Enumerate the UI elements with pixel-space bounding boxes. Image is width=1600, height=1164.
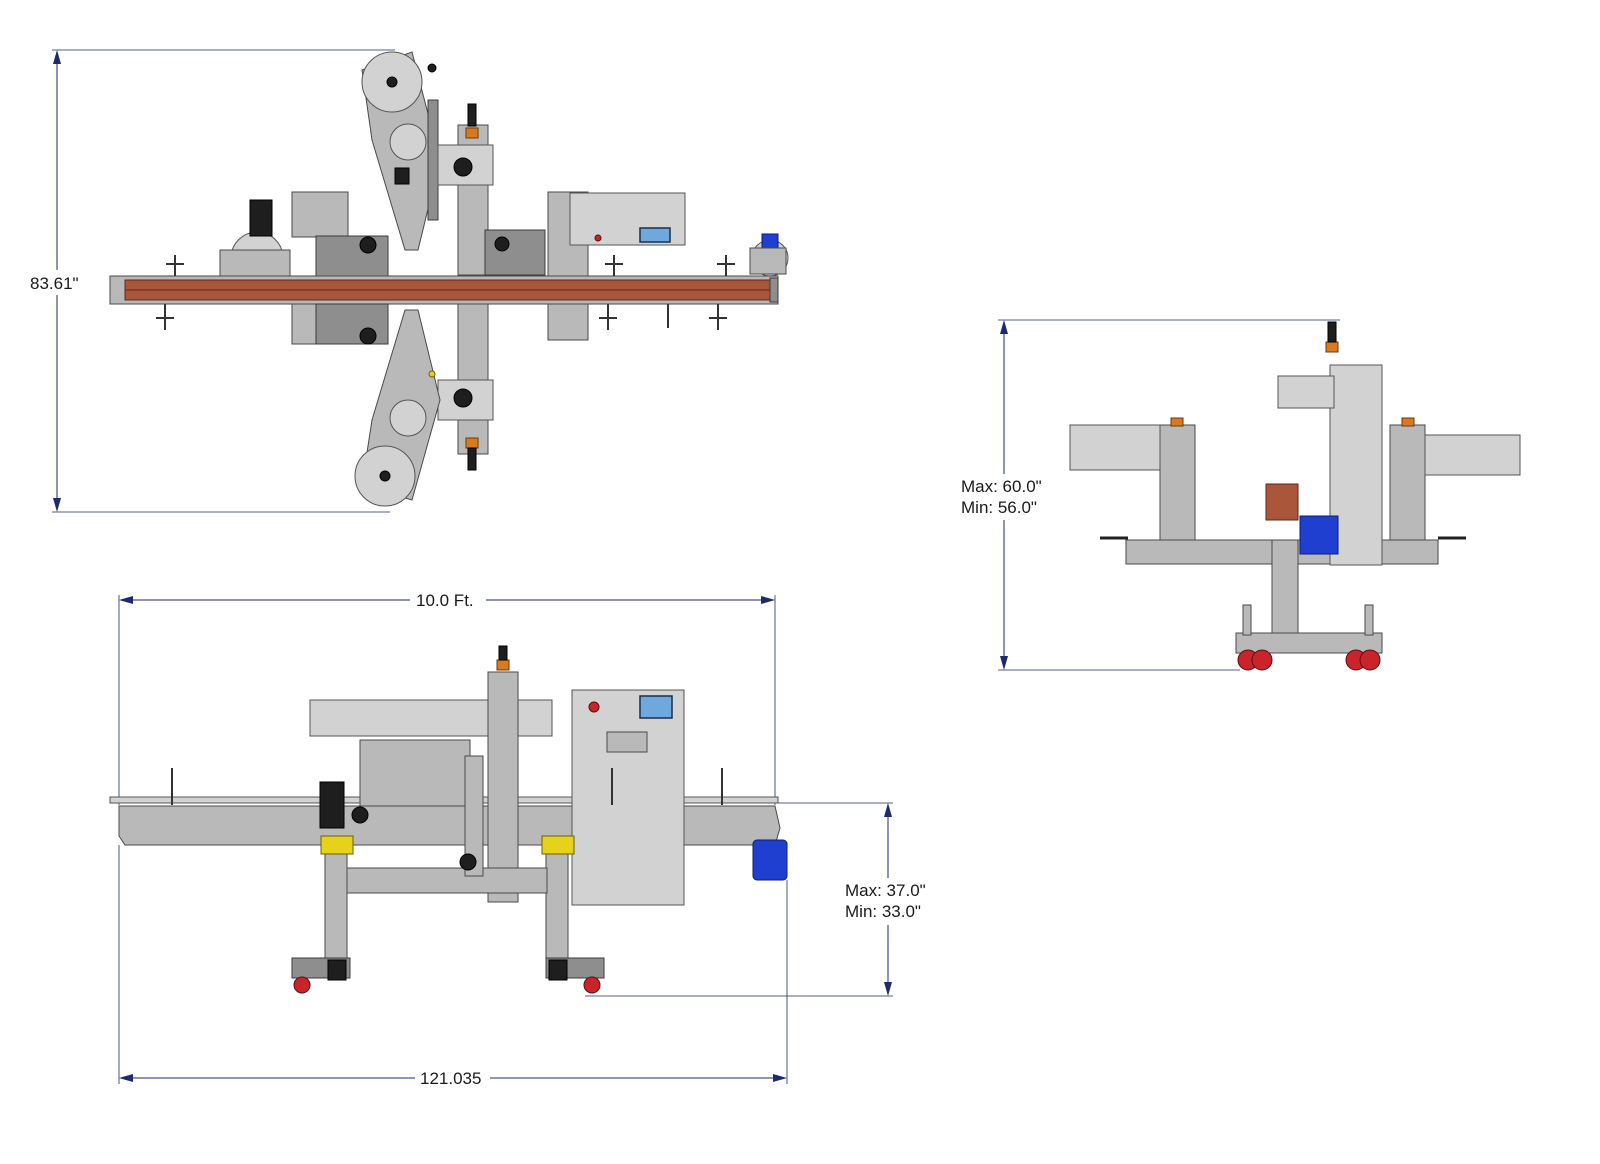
top-height-label: 83.61" xyxy=(30,274,79,293)
upper-applicator xyxy=(361,51,441,251)
side-width-dimension: 10.0 Ft. xyxy=(118,591,776,805)
top-height-dimension: 83.61" xyxy=(30,49,395,513)
side-height-min-label: Min: 33.0" xyxy=(845,902,921,921)
top-drive-motor xyxy=(219,191,389,285)
top-conveyor-motor xyxy=(749,233,789,277)
upper-head xyxy=(437,103,546,276)
end-height-max-label: Max: 60.0" xyxy=(961,477,1042,496)
overall-length-dimension: 121.035 xyxy=(118,845,788,1088)
end-height-min-label: Min: 56.0" xyxy=(961,498,1037,517)
top-view: 83.61" xyxy=(30,49,789,513)
side-width-label: 10.0 Ft. xyxy=(416,591,474,610)
top-control-cabinet xyxy=(547,191,686,281)
side-view: 10.0 Ft. 121.035 Max: 37.0" Min: 33.0" xyxy=(109,591,926,1088)
end-machine xyxy=(1069,321,1521,671)
lower-applicator xyxy=(291,303,589,507)
guide-rail-adjusters xyxy=(156,255,735,330)
side-machine xyxy=(109,645,788,994)
overall-length-label: 121.035 xyxy=(420,1069,481,1088)
side-height-max-label: Max: 37.0" xyxy=(845,881,926,900)
top-conveyor xyxy=(109,275,779,305)
end-view: Max: 60.0" Min: 56.0" xyxy=(961,319,1521,671)
side-height-dimension: Max: 37.0" Min: 33.0" xyxy=(585,802,926,997)
end-height-dimension: Max: 60.0" Min: 56.0" xyxy=(961,319,1340,671)
